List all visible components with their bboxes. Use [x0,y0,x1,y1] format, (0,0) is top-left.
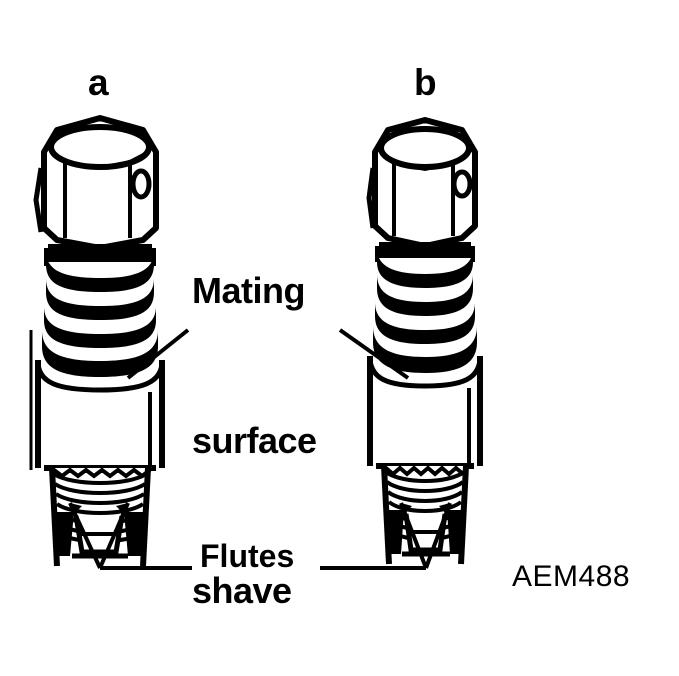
plug-a-flutes [57,512,143,559]
leader-lines [68,328,452,570]
part-label-b: b [414,62,437,103]
arrowhead-flutes-b-right [439,503,450,514]
plug-b-thread-barrel [373,242,477,373]
plug-a-hex-head [33,115,159,251]
callout-line-mating: Mating [192,270,305,311]
leader-flutes-a-right [98,502,130,569]
arrowhead-flutes-b-left [401,503,412,514]
callout-line-surface: surface [192,420,317,461]
leader-flutes-a-left [68,502,102,569]
callout-mating-surface: Mating surface shave cylinder [192,166,326,676]
plug-b-flutes [389,510,461,557]
plug-a [33,115,165,567]
plug-a-thread-barrel [42,244,158,377]
arrowhead-flutes-a-right [116,503,128,514]
callout-line-shave: shave [192,570,292,611]
leader-cylinder-b [338,328,410,380]
arrowhead-flutes-a-left [70,503,82,514]
figure-code: AEM488 [512,560,631,593]
plug-b-cylinder [367,356,483,469]
leader-cylinder-a [126,328,190,380]
leader-flutes-b-left [399,502,428,569]
plug-b-hex-head [366,117,478,249]
callout-flutes: Flutes [200,538,295,574]
plug-b [366,117,483,565]
part-label-a: a [88,62,109,103]
